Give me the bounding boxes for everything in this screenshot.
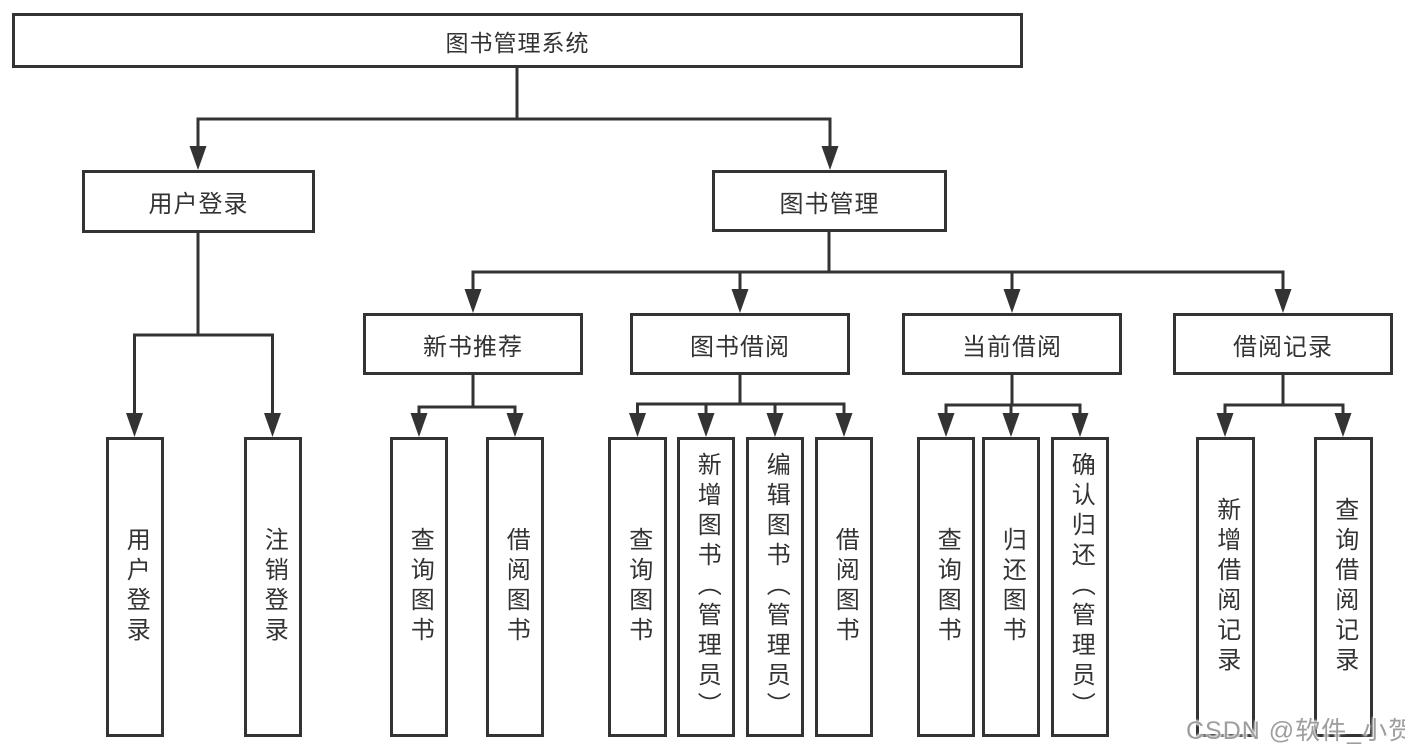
- leaf-logout: 注销登录: [244, 437, 302, 737]
- node-new-book-recommend: 新书推荐: [363, 313, 583, 375]
- node-label: 当前借阅: [962, 333, 1062, 361]
- node-label: 确认归还（管理员）: [1067, 452, 1095, 722]
- leaf-user-login: 用户登录: [106, 437, 164, 737]
- node-label: 新增借阅记录: [1212, 497, 1240, 677]
- node-label: 图书借阅: [690, 333, 790, 361]
- node-label: 查询图书: [406, 527, 434, 647]
- node-label: 编辑图书（管理员）: [762, 452, 790, 722]
- leaf-confirm-return-admin: 确认归还（管理员）: [1051, 437, 1109, 737]
- node-label: 新增图书（管理员）: [693, 452, 721, 722]
- node-label: 查询图书: [933, 527, 961, 647]
- node-borrow-records: 借阅记录: [1173, 313, 1393, 375]
- leaf-borrow-books-2: 借阅图书: [815, 437, 873, 737]
- node-label: 借阅记录: [1233, 333, 1333, 361]
- node-library-management-system: 图书管理系统: [12, 13, 1023, 68]
- node-label: 借阅图书: [831, 527, 859, 647]
- leaf-return-books: 归还图书: [982, 437, 1040, 737]
- leaf-edit-book-admin: 编辑图书（管理员）: [746, 437, 804, 737]
- node-user-login: 用户登录: [82, 170, 315, 233]
- leaf-add-book-admin: 新增图书（管理员）: [677, 437, 735, 737]
- node-label: 图书管理: [779, 190, 880, 218]
- leaf-add-borrow-record: 新增借阅记录: [1196, 437, 1255, 737]
- leaf-borrow-books: 借阅图书: [486, 437, 544, 737]
- node-label: 借阅图书: [502, 527, 530, 647]
- leaf-query-borrow-record: 查询借阅记录: [1314, 437, 1373, 737]
- node-label: 用户登录: [122, 527, 150, 647]
- node-book-management: 图书管理: [712, 170, 947, 232]
- arrowheads: [126, 146, 1352, 437]
- node-label: 新书推荐: [423, 333, 523, 361]
- node-label: 用户登录: [148, 191, 249, 218]
- node-label: 查询借阅记录: [1330, 497, 1358, 677]
- node-book-borrow: 图书借阅: [630, 313, 850, 375]
- node-current-borrow: 当前借阅: [902, 313, 1122, 375]
- node-label: 图书管理系统: [445, 29, 590, 56]
- node-label: 注销登录: [260, 527, 288, 647]
- csdn-watermark: CSDN @软件_小贺同学: [1186, 717, 1405, 745]
- leaf-query-books-2: 查询图书: [608, 437, 667, 737]
- node-label: 查询图书: [624, 527, 652, 647]
- leaf-query-books-3: 查询图书: [917, 437, 975, 737]
- node-label: 归还图书: [998, 527, 1026, 647]
- leaf-query-books: 查询图书: [390, 437, 448, 737]
